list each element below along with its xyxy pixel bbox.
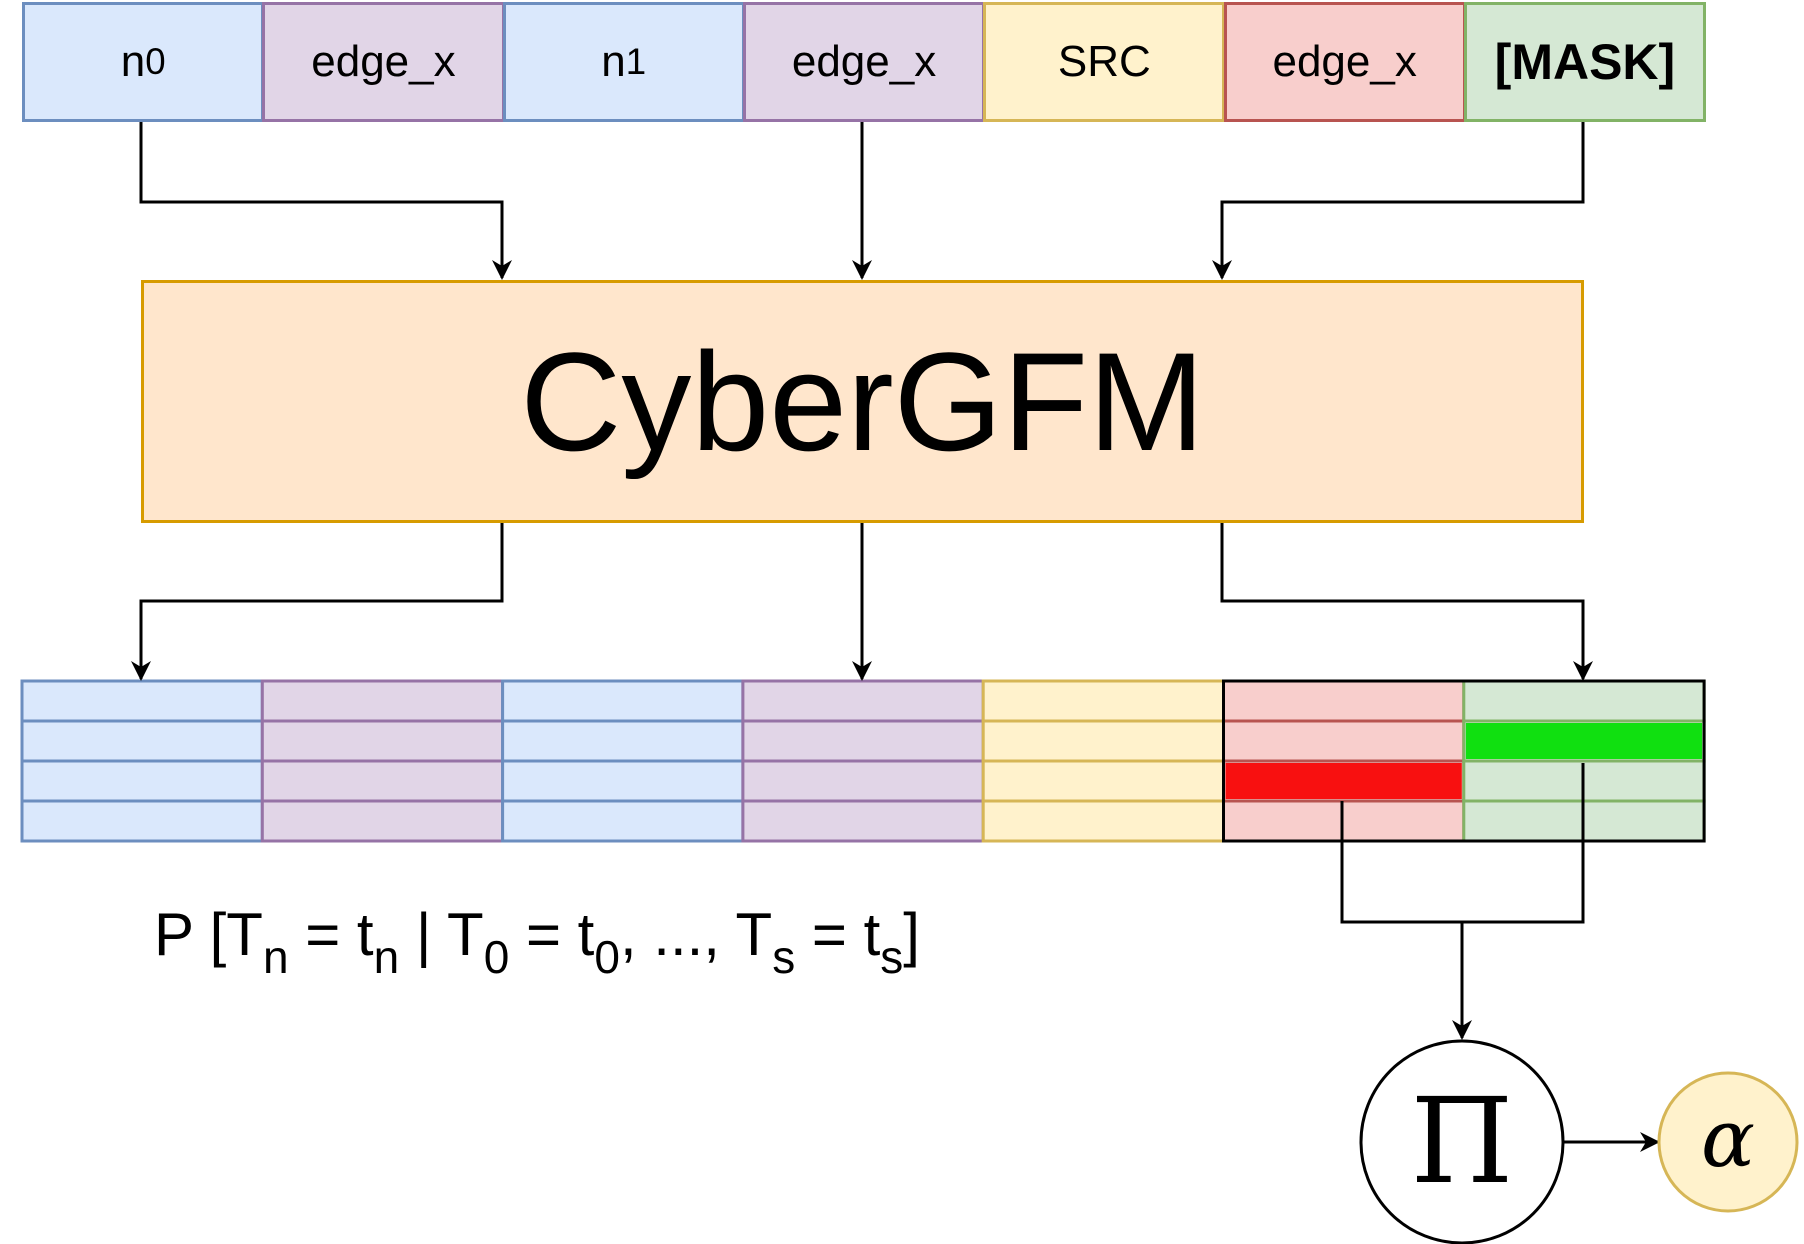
output-cell-4-2 — [981, 759, 1226, 803]
output-cell-4-1 — [981, 719, 1226, 763]
output-cell-6-0 — [1462, 679, 1706, 723]
token-label: edge_x — [311, 37, 456, 86]
alpha-node — [1657, 1071, 1799, 1213]
output-cell-1-3 — [260, 799, 505, 843]
output-cell-4-3 — [981, 799, 1226, 843]
output-cell-2-1 — [501, 719, 745, 763]
output-cell-0-0 — [20, 679, 264, 723]
prediction-region-frame — [1222, 679, 1706, 843]
cybergfm-model-box: CyberGFM — [141, 280, 1584, 523]
alpha-symbol: α — [1701, 1092, 1755, 1185]
highlight-cell-0 — [1225, 763, 1462, 799]
arrow-n0-to-model — [139, 122, 512, 280]
arrow-model-to-n0-output — [131, 523, 504, 681]
output-cell-5-0 — [1222, 679, 1466, 723]
output-cell-2-0 — [501, 679, 745, 723]
highlight-cell-1 — [1465, 723, 1703, 759]
token-label: SRC — [1057, 37, 1151, 86]
connector-green-cell — [1462, 763, 1585, 924]
token-label: [MASK] — [1494, 34, 1676, 90]
output-cell-2-2 — [501, 759, 745, 803]
output-cell-3-1 — [741, 719, 985, 763]
token-subscript: 0 — [145, 41, 166, 82]
model-to-output-arrows — [131, 523, 1593, 681]
token-subscript: 1 — [625, 41, 647, 82]
conditional-probability-formula: P [Tn = tn | T0 = t0, ..., Ts = ts] — [154, 901, 920, 983]
output-cell-0-2 — [20, 759, 264, 803]
output-cell-1-2 — [260, 759, 505, 803]
product-node — [1359, 1039, 1565, 1244]
token-label: n — [120, 37, 146, 86]
output-embedding-grid — [20, 679, 1706, 843]
model-label: CyberGFM — [520, 322, 1205, 480]
connector-red-cell — [1340, 801, 1462, 924]
output-cell-0-3 — [20, 799, 264, 843]
output-cell-4-0 — [981, 679, 1226, 723]
token-label: n — [601, 37, 626, 86]
token-label: edge_x — [1272, 37, 1417, 86]
token-5: edge_x — [1223, 2, 1466, 122]
output-cell-5-3 — [1222, 799, 1466, 843]
arrow-model-to-mask-output — [1220, 523, 1593, 681]
arrow-mask-to-model — [1212, 122, 1585, 280]
token-3: edge_x — [742, 2, 986, 122]
output-cell-1-1 — [260, 719, 505, 763]
output-cell-0-1 — [20, 719, 264, 763]
output-cell-3-3 — [741, 799, 985, 843]
prediction-to-product-arrows — [1340, 763, 1660, 1152]
output-cell-1-0 — [260, 679, 505, 723]
token-label: edge_x — [791, 37, 937, 86]
output-cell-2-3 — [501, 799, 745, 843]
token-1: edge_x — [262, 2, 505, 122]
output-cell-3-0 — [741, 679, 985, 723]
output-cell-3-2 — [741, 759, 985, 803]
output-highlights — [1225, 723, 1703, 799]
input-to-model-arrows — [139, 122, 1585, 280]
output-cell-5-1 — [1222, 719, 1466, 763]
token-4: SRC — [983, 2, 1226, 122]
product-symbol: Π — [1411, 1072, 1514, 1210]
token-6: [MASK] — [1463, 2, 1707, 122]
